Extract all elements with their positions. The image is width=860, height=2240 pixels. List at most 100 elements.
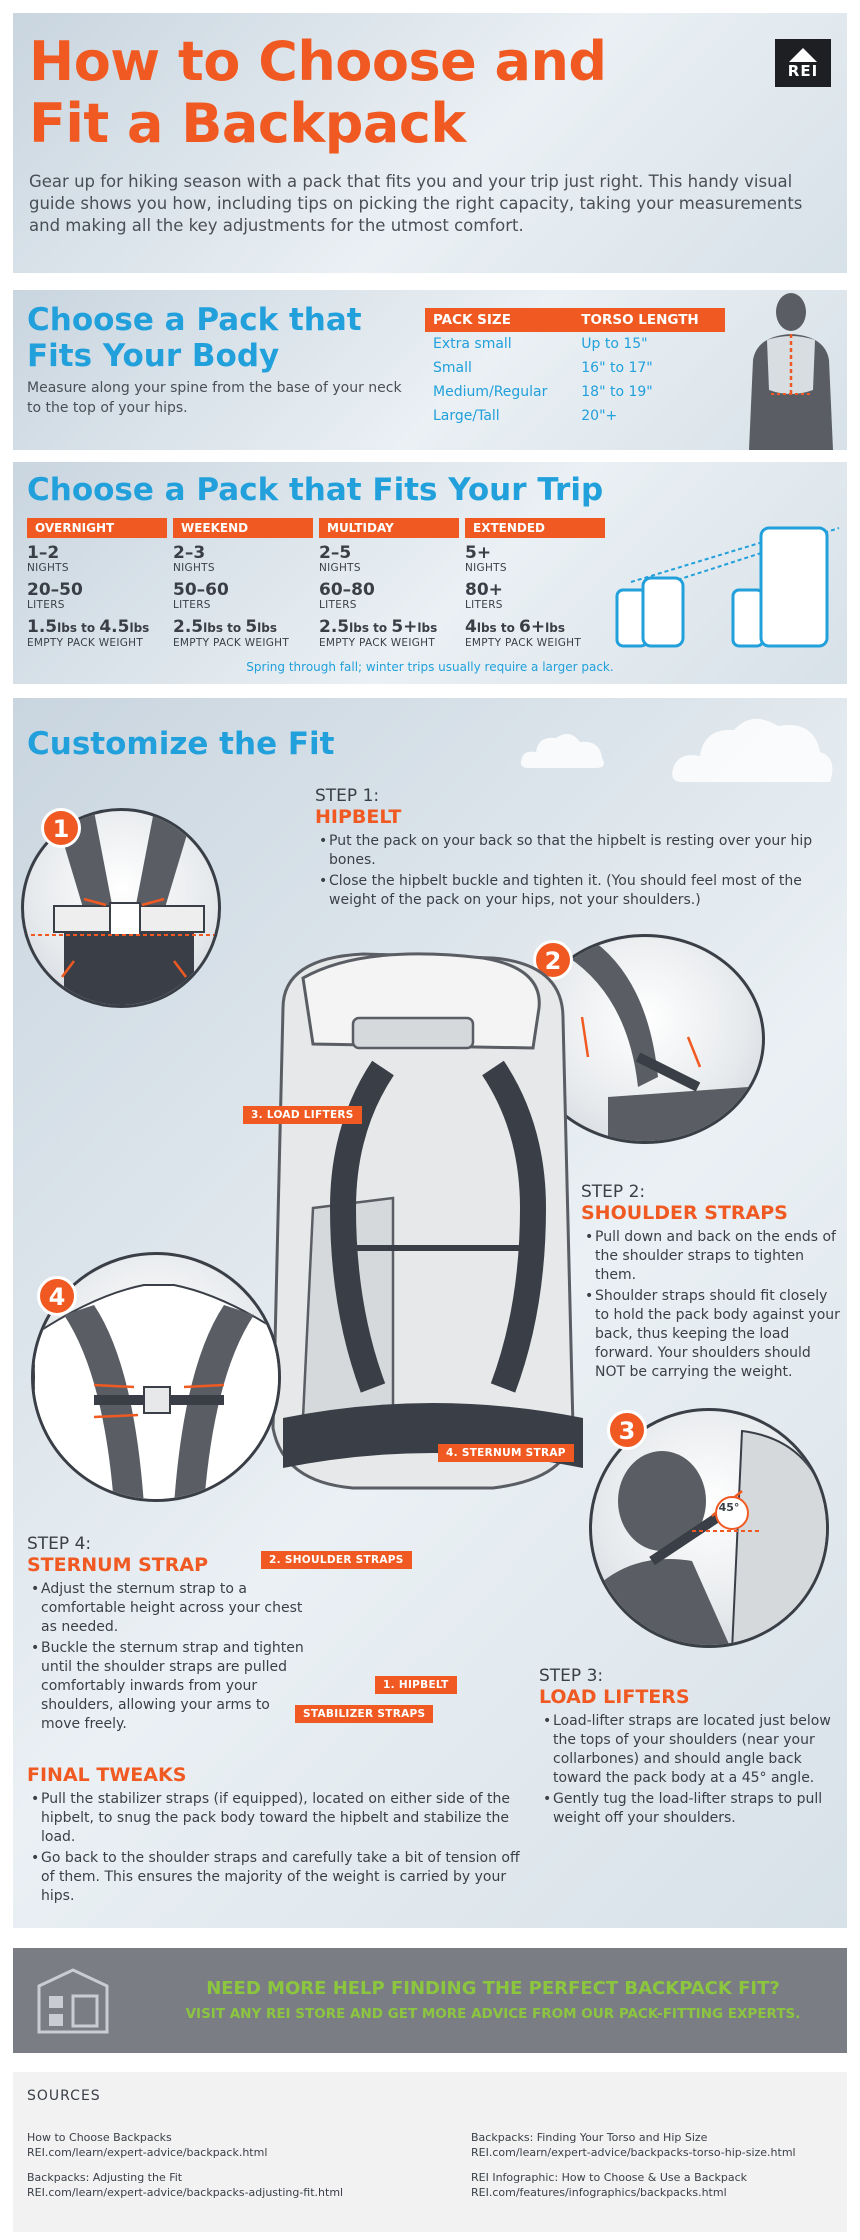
step-label: STEP 3: bbox=[539, 1666, 604, 1686]
logo-text: REI bbox=[787, 61, 819, 80]
source-link[interactable]: REI.com/learn/expert-advice/backpacks-to… bbox=[471, 2146, 796, 2159]
source-link[interactable]: REI.com/learn/expert-advice/backpacks-ad… bbox=[27, 2186, 344, 2199]
customize-title: Customize the Fit bbox=[27, 726, 335, 762]
fit-body-section: Choose a Pack that Fits Your Body Measur… bbox=[13, 290, 847, 450]
final-tweaks-text: FINAL TWEAKS Pull the stabilizer straps … bbox=[27, 1764, 527, 1908]
list-item: Load-lifter straps are located just belo… bbox=[539, 1712, 839, 1788]
source-title: How to Choose Backpacks bbox=[27, 2131, 172, 2144]
help-subline: VISIT ANY REI STORE AND GET MORE ADVICE … bbox=[185, 2006, 801, 2022]
weight-unit: EMPTY PACK WEIGHT bbox=[173, 637, 290, 649]
fit-body-title-line-2: Fits Your Body bbox=[27, 338, 280, 374]
list-item: Close the hipbelt buckle and tighten it.… bbox=[315, 872, 835, 910]
nights-unit: NIGHTS bbox=[465, 562, 507, 574]
backpack-diagram bbox=[271, 952, 583, 1490]
weight-max: 4.5 bbox=[99, 617, 130, 637]
weight-unit-label: lbs bbox=[57, 621, 77, 635]
step-label: STEP 4: bbox=[27, 1534, 92, 1554]
trip-column-weekend: 2–3 NIGHTS 50–60 LITERS 2.5lbs to 5lbs E… bbox=[173, 544, 313, 656]
weight-unit-label: lbs bbox=[545, 621, 565, 635]
weight-unit-label: lbs bbox=[417, 621, 438, 635]
weight-unit: EMPTY PACK WEIGHT bbox=[27, 637, 144, 649]
step-name: FINAL TWEAKS bbox=[27, 1764, 187, 1786]
step-1-text: STEP 1: HIPBELT Put the pack on your bac… bbox=[315, 786, 835, 912]
trip-column-header: MULTIDAY bbox=[319, 518, 459, 538]
list-item: Pull down and back on the ends of the sh… bbox=[581, 1228, 841, 1285]
nights-unit: NIGHTS bbox=[319, 562, 361, 574]
trip-column-overnight: 1–2 NIGHTS 20–50 LITERS 1.5lbs to 4.5lbs… bbox=[27, 544, 167, 656]
title-line-1: How to Choose and bbox=[29, 30, 607, 93]
weight-value: 2.5lbs to 5lbs bbox=[173, 618, 313, 637]
sternum-strap-tag: 4. STERNUM STRAP bbox=[438, 1444, 574, 1462]
nights-value: 5+ bbox=[465, 543, 492, 563]
store-building-icon bbox=[37, 1968, 109, 2034]
step-label: STEP 2: bbox=[581, 1182, 646, 1202]
load-lifter-illustration bbox=[589, 1408, 829, 1648]
trip-column-multiday: 2–5 NIGHTS 60–80 LITERS 2.5lbs to 5+lbs … bbox=[319, 544, 459, 656]
load-lifters-tag: 3. LOAD LIFTERS bbox=[243, 1106, 362, 1124]
source-item: REI Infographic: How to Choose & Use a B… bbox=[471, 2170, 860, 2200]
list-item: Shoulder straps should fit closely to ho… bbox=[581, 1287, 841, 1382]
list-item: Adjust the sternum strap to a comfortabl… bbox=[27, 1580, 312, 1637]
nights-unit: NIGHTS bbox=[27, 562, 69, 574]
shoulder-straps-tag: 2. SHOULDER STRAPS bbox=[261, 1551, 412, 1569]
source-link[interactable]: REI.com/learn/expert-advice/backpack.htm… bbox=[27, 2146, 268, 2159]
list-item: Pull the stabilizer straps (if equipped)… bbox=[27, 1790, 527, 1847]
table-header: PACK SIZE bbox=[425, 308, 574, 332]
source-item: How to Choose Backpacks REI.com/learn/ex… bbox=[27, 2130, 427, 2160]
weight-unit-label: lbs bbox=[257, 621, 278, 635]
list-item: Gently tug the load-lifter straps to pul… bbox=[539, 1790, 839, 1828]
step-4-badge: 4 bbox=[37, 1276, 77, 1316]
step-4-text: STEP 4: STERNUM STRAP Adjust the sternum… bbox=[27, 1534, 312, 1736]
table-cell: Large/Tall bbox=[433, 408, 500, 424]
step-3-badge: 3 bbox=[607, 1410, 647, 1450]
step-label: STEP 1: bbox=[315, 786, 380, 806]
table-cell: 20"+ bbox=[581, 408, 618, 424]
liters-value: 20–50 bbox=[27, 580, 83, 600]
fit-trip-section: Choose a Pack that Fits Your Trip OVERNI… bbox=[13, 462, 847, 684]
customize-section: Customize the Fit 1 STEP 1: HIPBELT Put … bbox=[13, 698, 847, 1928]
table-cell: 18" to 19" bbox=[581, 384, 653, 400]
weight-unit: EMPTY PACK WEIGHT bbox=[465, 637, 582, 649]
liters-value: 50–60 bbox=[173, 580, 229, 600]
liters-unit: LITERS bbox=[173, 599, 211, 611]
nights-unit: NIGHTS bbox=[173, 562, 215, 574]
weight-min: 4 bbox=[465, 617, 477, 637]
weight-max: 5+ bbox=[391, 617, 418, 637]
nights-value: 2–5 bbox=[319, 543, 352, 563]
source-title: Backpacks: Adjusting the Fit bbox=[27, 2171, 183, 2184]
intro-text: Gear up for hiking season with a pack th… bbox=[29, 172, 803, 235]
liters-unit: LITERS bbox=[319, 599, 357, 611]
step-name: HIPBELT bbox=[315, 806, 402, 828]
source-link[interactable]: REI.com/features/infographics/backpacks.… bbox=[471, 2186, 727, 2199]
nights-value: 1–2 bbox=[27, 543, 60, 563]
fit-trip-note: Spring through fall; winter trips usuall… bbox=[246, 660, 614, 674]
mountain-icon bbox=[789, 47, 817, 62]
table-header-row: PACK SIZE TORSO LENGTH bbox=[425, 308, 725, 332]
sources-section: SOURCES How to Choose Backpacks REI.com/… bbox=[13, 2072, 847, 2232]
stabilizer-straps-tag: STABILIZER STRAPS bbox=[295, 1705, 434, 1723]
fit-body-title-line-1: Choose a Pack that bbox=[27, 302, 362, 338]
step-bullets: Adjust the sternum strap to a comfortabl… bbox=[27, 1580, 312, 1734]
help-headline: NEED MORE HELP FINDING THE PERFECT BACKP… bbox=[206, 1978, 780, 1999]
hipbelt-tag: 1. HIPBELT bbox=[375, 1676, 457, 1694]
step-1-badge: 1 bbox=[41, 808, 81, 848]
cloud-icon bbox=[672, 718, 833, 782]
help-banner: NEED MORE HELP FINDING THE PERFECT BACKP… bbox=[13, 1948, 847, 2053]
weight-min: 1.5 bbox=[27, 617, 58, 637]
step-bullets: Load-lifter straps are located just belo… bbox=[539, 1712, 839, 1828]
table-cell: Small bbox=[433, 360, 472, 376]
weight-value: 2.5lbs to 5+lbs bbox=[319, 618, 459, 637]
cloud-icon bbox=[520, 733, 604, 768]
step-bullets: Pull the stabilizer straps (if equipped)… bbox=[27, 1790, 527, 1906]
sources-heading: SOURCES bbox=[27, 2088, 101, 2104]
rei-logo[interactable]: REI bbox=[775, 39, 831, 87]
header-panel: How to Choose and Fit a Backpack REI Gea… bbox=[13, 13, 847, 273]
weight-min: 2.5 bbox=[173, 617, 204, 637]
nights-value: 2–3 bbox=[173, 543, 206, 563]
fit-body-title: Choose a Pack that Fits Your Body bbox=[27, 302, 417, 374]
step-bullets: Pull down and back on the ends of the sh… bbox=[581, 1228, 841, 1382]
